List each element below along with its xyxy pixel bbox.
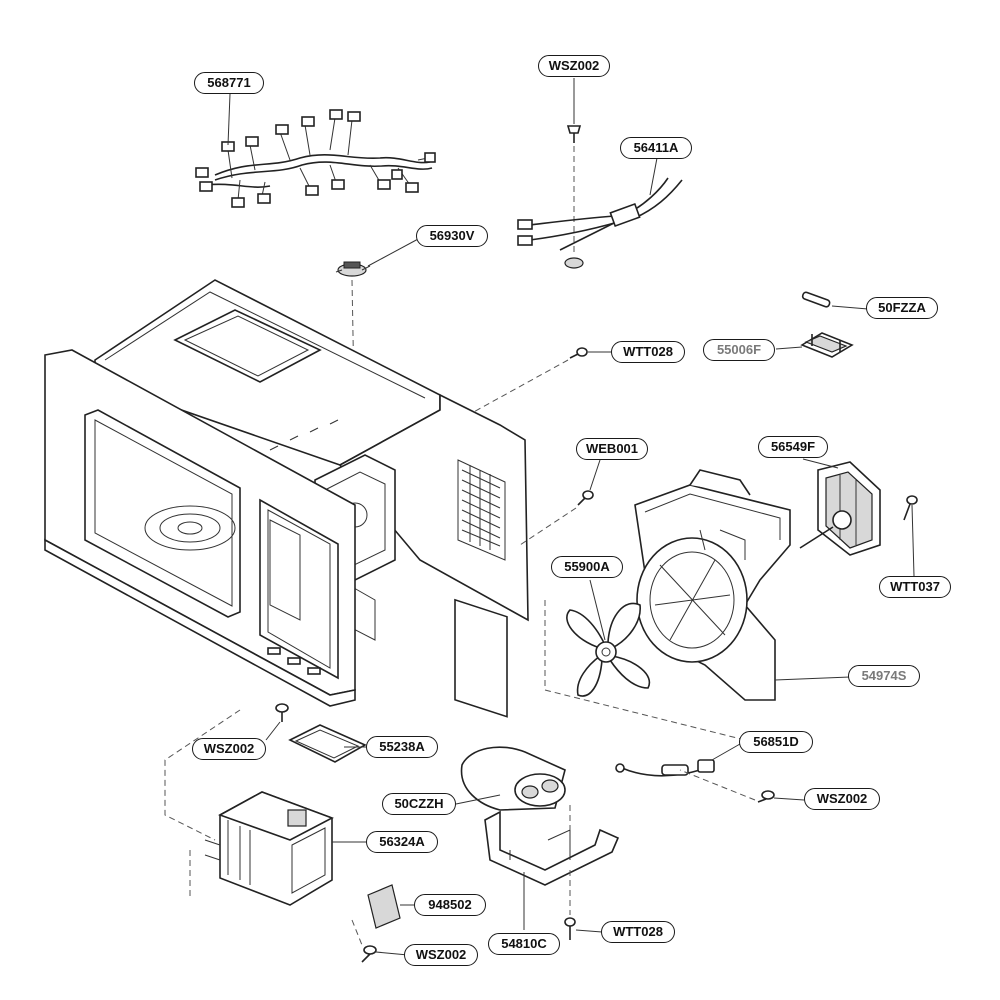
leader-56549f (802, 458, 839, 469)
part-label-55900a[interactable]: 55900A (551, 556, 623, 578)
part-label-wtt037[interactable]: WTT037 (879, 576, 951, 598)
part-label-56851d[interactable]: 56851D (739, 731, 813, 753)
wtt037-screw (903, 495, 918, 521)
leader-50czzh (455, 794, 501, 805)
waveguide-cover (288, 724, 367, 763)
wire-harness (195, 109, 436, 208)
leader-wsz002-right (773, 797, 805, 801)
part-label-web001[interactable]: WEB001 (576, 438, 648, 460)
magnetron (204, 791, 334, 906)
part-label-568771[interactable]: 568771 (194, 72, 264, 94)
thermal-cutout-harness (517, 177, 683, 269)
part-label-50czzh[interactable]: 50CZZH (382, 793, 456, 815)
leader-wsz002-left (265, 721, 281, 741)
oven-cavity (44, 279, 529, 718)
part-label-50fzza[interactable]: 50FZZA (866, 297, 938, 319)
part-label-56324a[interactable]: 56324A (366, 831, 438, 853)
part-label-54974s[interactable]: 54974S (848, 665, 920, 687)
hv-capacitor (460, 746, 566, 811)
fan-duct-bracket (634, 469, 791, 701)
leader-54974s (774, 676, 851, 681)
dash-right-screw (679, 769, 756, 801)
leader-56930v (367, 237, 421, 267)
leader-56851d (711, 743, 741, 761)
part-label-wsz002-top[interactable]: WSZ002 (538, 55, 610, 77)
web001-screw (577, 490, 594, 506)
wtt028-bottom-screw (564, 917, 576, 940)
part-label-wtt028-top[interactable]: WTT028 (611, 341, 685, 363)
part-label-948502[interactable]: 948502 (414, 894, 486, 916)
part-label-wtt028-bottom[interactable]: WTT028 (601, 921, 675, 943)
fuse (801, 291, 831, 308)
top-screw (566, 125, 582, 143)
part-label-56411a[interactable]: 56411A (620, 137, 692, 159)
capacitor-bracket (484, 810, 620, 886)
noise-filter-pad (367, 884, 401, 929)
part-label-55238a[interactable]: 55238A (366, 736, 438, 758)
leader-wtt028-bottom (575, 929, 603, 933)
leader-568771 (227, 93, 231, 146)
wsz002-right-screw (757, 790, 775, 803)
leader-56411a (649, 157, 658, 196)
fan-motor (799, 461, 881, 556)
leader-55900a (589, 579, 606, 641)
part-label-wsz002-right[interactable]: WSZ002 (804, 788, 880, 810)
part-label-55006f[interactable]: 55006F (703, 339, 775, 361)
part-label-wsz002-bottom[interactable]: WSZ002 (404, 944, 478, 966)
dash-fan (544, 600, 746, 741)
leader-55006f (775, 346, 803, 350)
dash-bottom-screw (351, 919, 363, 946)
leader-50fzza (831, 305, 869, 310)
wtt028-top-screw (569, 347, 588, 359)
part-label-56549f[interactable]: 56549F (758, 436, 828, 458)
part-label-54810c[interactable]: 54810C (488, 933, 560, 955)
wsz002-left-screw (275, 703, 289, 722)
wsz002-bottom-screw (361, 945, 377, 963)
dash-web001 (519, 507, 577, 546)
leader-web001 (589, 459, 601, 491)
fan-blade (566, 602, 651, 697)
thermal-protector (335, 261, 371, 277)
leader-wtt037 (911, 504, 915, 577)
part-label-wsz002-left[interactable]: WSZ002 (192, 738, 266, 760)
hv-diode (615, 759, 715, 777)
dash-left (164, 709, 241, 841)
fuse-holder (800, 332, 854, 358)
leader-wsz002-bottom (375, 951, 409, 956)
part-label-56930v[interactable]: 56930V (416, 225, 488, 247)
